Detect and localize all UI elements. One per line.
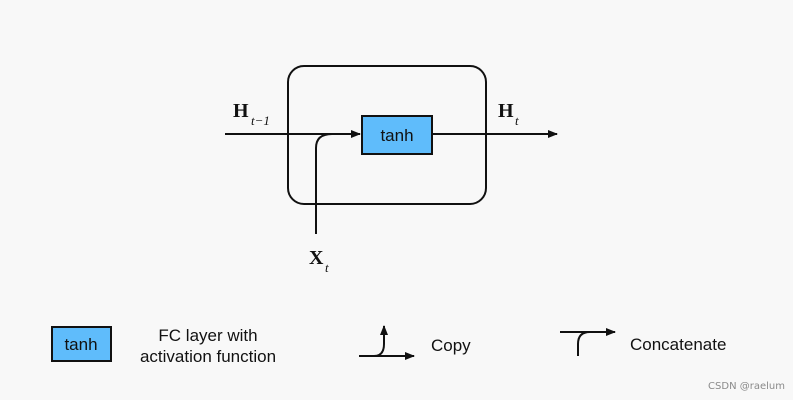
legend-concat-curve (577, 331, 591, 356)
legend-copy-label: Copy (431, 336, 471, 355)
prev-hidden-label-base: H (233, 100, 249, 122)
tanh-label: tanh (380, 126, 413, 145)
legend-concat-label: Concatenate (630, 335, 726, 354)
legend-copy-branch-arrow (373, 325, 388, 357)
input-label-base: X (309, 247, 324, 269)
legend-fc-line2: activation function (140, 347, 276, 366)
prev-hidden-label-sub: t−1 (251, 113, 270, 128)
input-label-sub: t (325, 260, 329, 275)
input-concat-line (315, 133, 333, 234)
tanh-fc-box (361, 115, 433, 155)
watermark: CSDN @raelum (708, 381, 785, 392)
legend-fc-box-label: tanh (64, 335, 97, 354)
hidden-label-base: H (498, 100, 514, 122)
legend-fc-line1: FC layer with (158, 326, 257, 345)
legend-fc-box (51, 326, 112, 362)
hidden-label-sub: t (515, 113, 519, 128)
